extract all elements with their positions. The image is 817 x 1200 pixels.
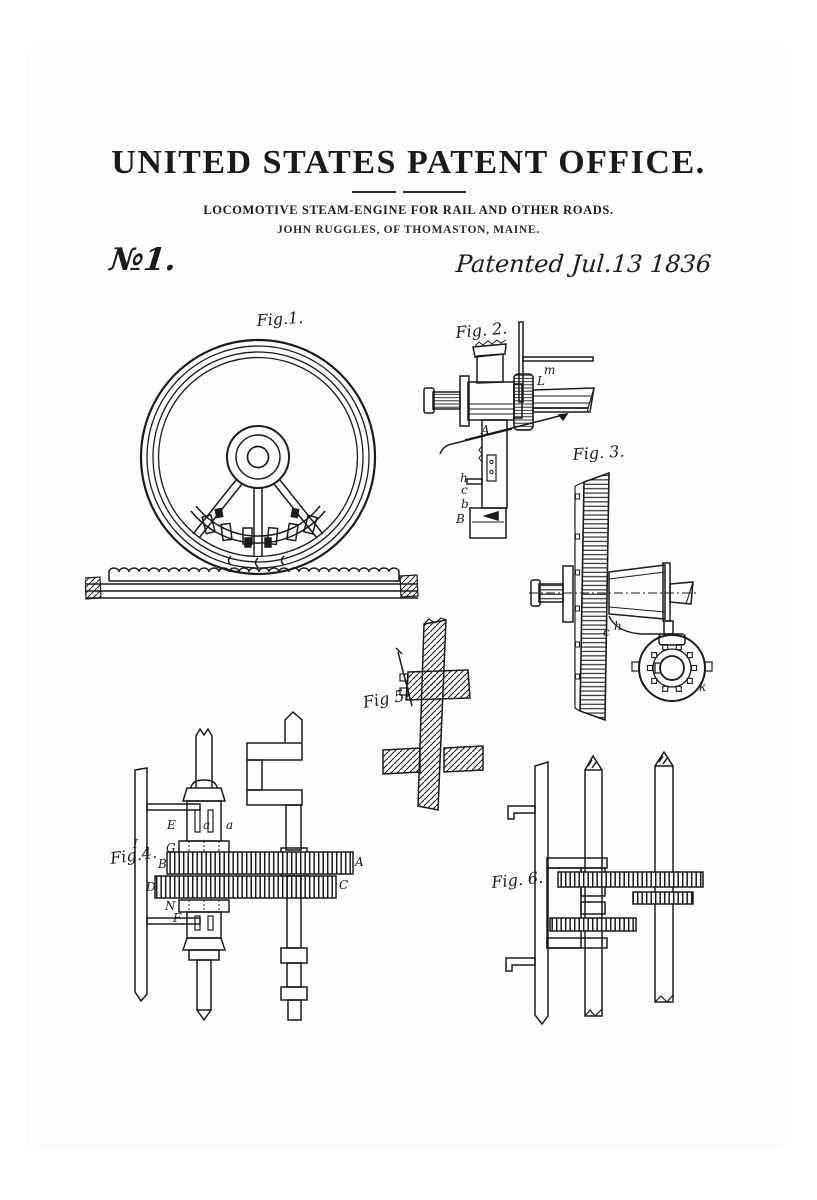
fig2-label: Fig. 2. [454,319,508,343]
figure-5-drawing: Fig 5. [360,617,484,811]
pawl-mechanism [190,505,326,568]
wheel-spokes [192,479,324,556]
pendant-column [466,419,508,539]
gear-band-bottom [549,917,637,932]
hanging-flange [608,615,713,702]
fig4-part-E: E [166,818,176,832]
fig6-label: Fig. 6. [489,868,544,892]
inventor-line: JOHN RUGGLES, OF THOMASTON, MAINE. [277,224,540,236]
fig3-part-c: c [603,625,610,639]
fig4-part-C: C [339,878,348,892]
fig4-part-a2: a [226,818,233,832]
fig2-part-A: A [480,423,490,437]
wheel-rim [139,338,377,576]
fig3-part-k: k [699,680,706,694]
pinion-gear [513,373,534,431]
lower-spindle [178,899,230,1022]
hub-bracket [546,857,608,949]
wheel-hub [226,425,290,489]
fig5-label: Fig 5. [360,685,410,712]
fig3-part-h: h [614,619,622,633]
fig4-part-a1: a [203,818,210,832]
axle-body [423,375,523,427]
central-shaft [584,754,603,1017]
gear-band-top [557,871,704,888]
frame-bar [505,760,549,1026]
diagonal-shaft-section [417,617,447,811]
office-title: UNITED STATES PATENT OFFICE. [111,144,706,181]
fig4-part-B: B [157,857,167,871]
fig4-part-I: I [132,837,138,851]
gear-rack-A [166,851,354,875]
fig2-part-m: m [544,363,555,377]
title-divider [0,191,817,193]
toothed-rim-edge [574,471,610,722]
fig3-label: Fig. 3. [571,441,625,464]
crank-shaft [246,710,308,877]
fig1-label: Fig.1. [255,308,304,330]
invention-title: LOCOMOTIVE STEAM-ENGINE FOR RAIL AND OTH… [203,203,614,217]
fig2-part-L: L [536,374,545,388]
fig4-part-G: G [166,841,176,855]
fig2-part-h: h [460,471,468,485]
figure-4-drawing: I Fig.4. E G a a B A D C N F [108,710,364,1022]
drive-shaft [532,387,595,413]
gear-band-middle [632,891,694,905]
figure-6-drawing: Fig. 6. [489,750,704,1026]
patent-date: Patented Jul.13 1836 [454,250,712,278]
figure-2-drawing: Fig. 2. [423,319,595,539]
fig2-part-B: B [455,512,465,526]
fig4-part-A: A [354,855,364,869]
fig4-label: Fig.4. [108,843,158,868]
gear-rack-C [154,875,337,899]
connecting-rod [395,647,413,707]
fig4-part-N: N [164,899,176,913]
crank-shaft-lower [280,875,308,1021]
fig4-part-F: F [172,911,182,925]
serrated-rack-rail [85,567,419,600]
patent-number: №1. [108,242,178,278]
fig2-part-b: b [461,497,469,511]
central-spindle [178,727,230,855]
fig4-part-D: D [145,880,156,894]
axle-and-hub [529,562,697,623]
steam-chimney [472,339,507,384]
figure-3-drawing: Fig. 3. [529,441,713,722]
fig2-part-c: c [461,483,468,497]
figure-1-drawing: Fig.1. [85,308,419,600]
cross-bar-section [382,745,484,775]
